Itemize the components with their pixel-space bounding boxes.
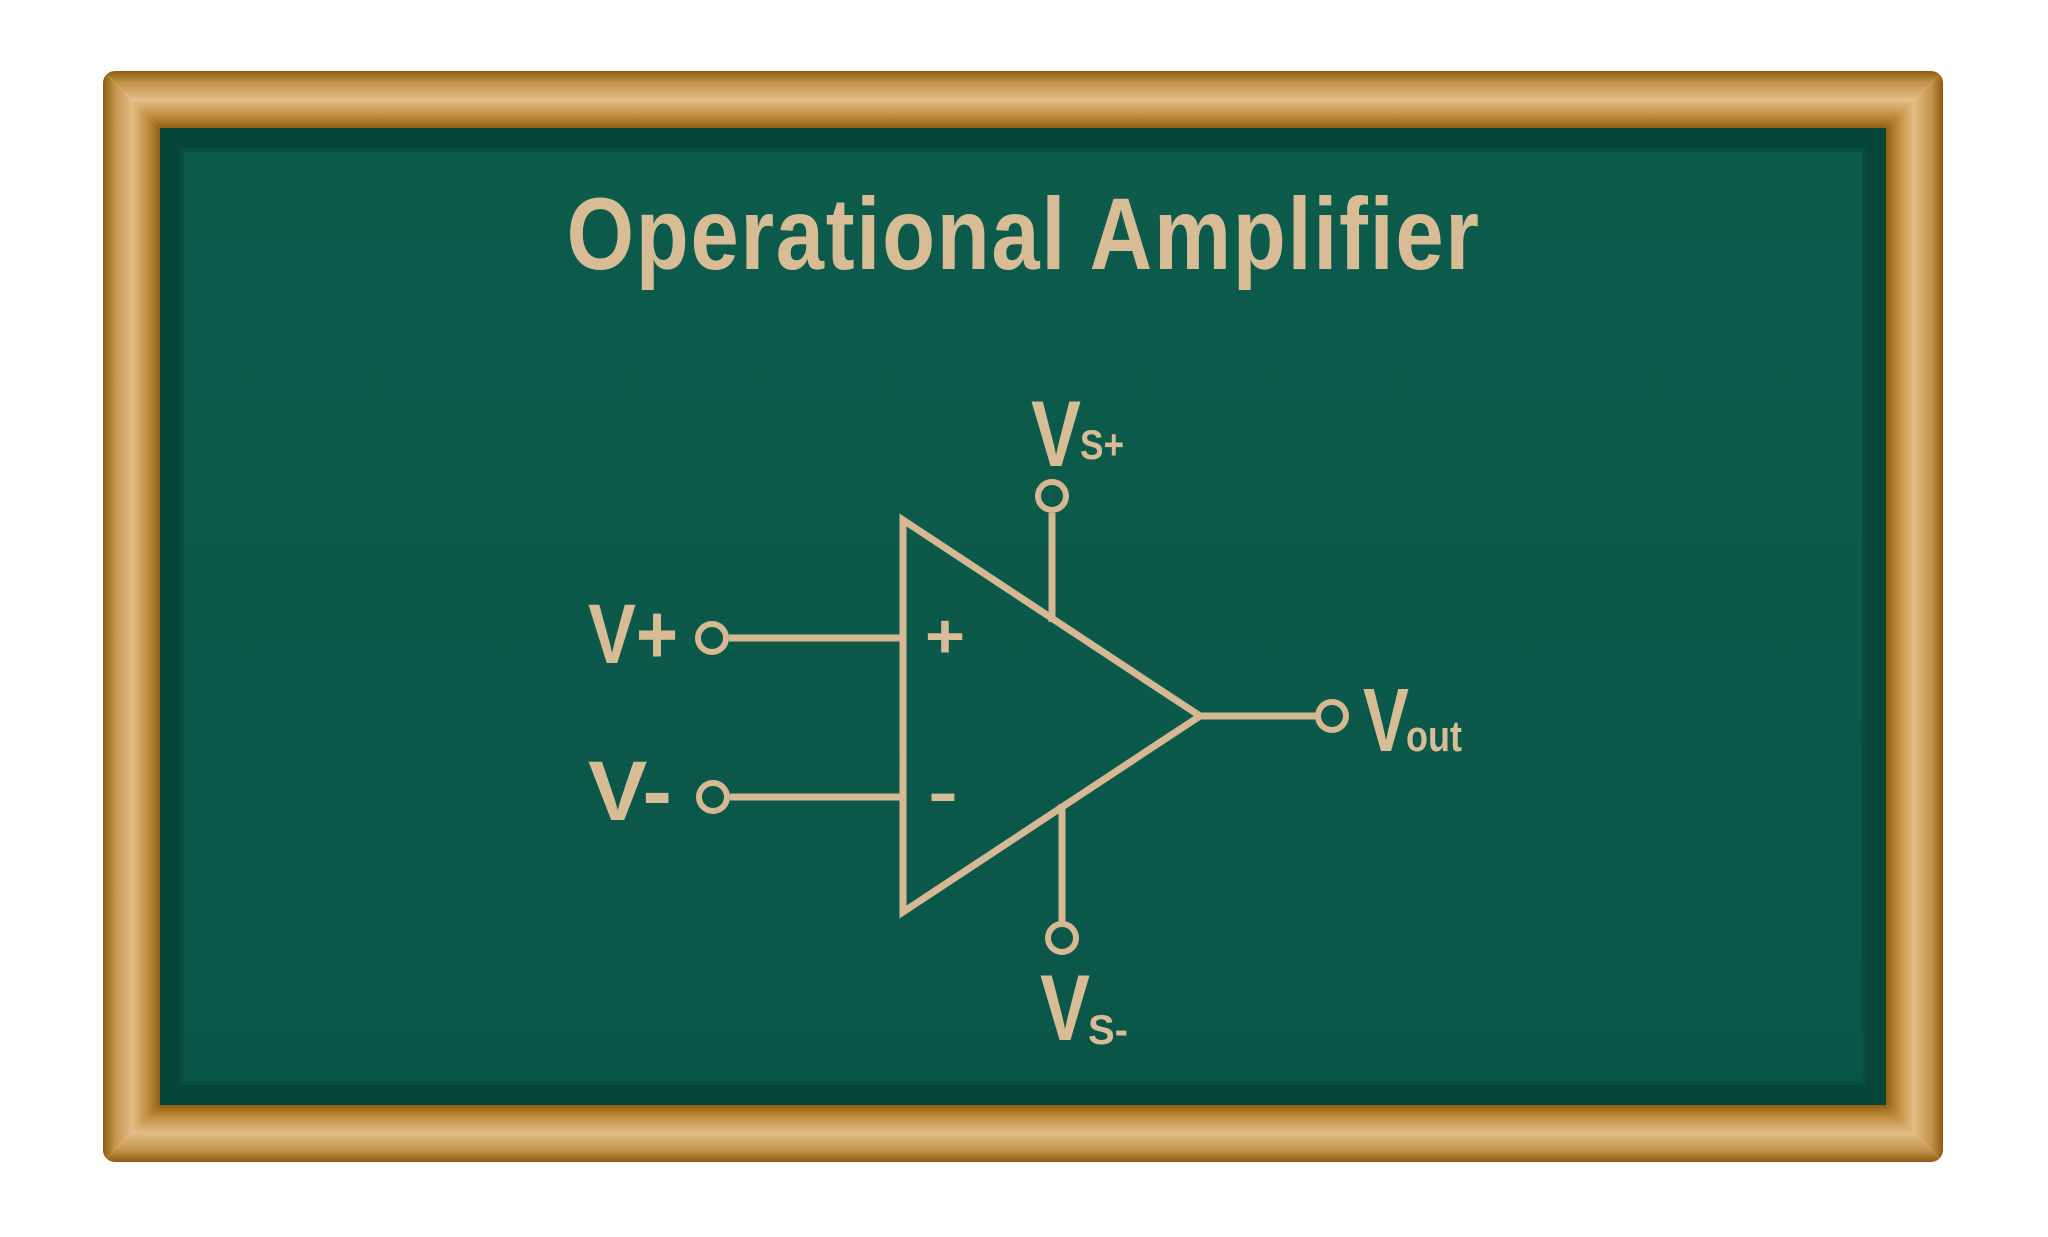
wood-frame-top (103, 71, 1943, 129)
positive-supply-terminal (1035, 479, 1069, 513)
output-label-subscript: out (1406, 712, 1462, 761)
negative-supply-terminal (1045, 921, 1079, 955)
output-terminal (1315, 699, 1349, 733)
chalkboard-surface (160, 128, 1886, 1105)
wood-frame-left (103, 71, 161, 1162)
output-label-base: V (1363, 671, 1409, 771)
positive-supply-label-subscript: S+ (1080, 421, 1124, 468)
positive-supply-label-base: V (1031, 381, 1081, 486)
page-title: Operational Amplifier (0, 183, 2048, 285)
inverting-input-terminal (696, 780, 730, 814)
inverting-input-label: V- (588, 744, 672, 838)
noninverting-plus-sign: + (925, 603, 965, 672)
negative-supply-label-base: V (1040, 955, 1090, 1060)
chalkboard-wooden-frame (103, 71, 1943, 1162)
wood-frame-right (1885, 71, 1943, 1162)
noninverting-input-label: V+ (588, 587, 678, 681)
noninverting-input-terminal (695, 621, 729, 655)
negative-supply-label-subscript: S- (1088, 1006, 1128, 1053)
inverting-minus-sign: - (928, 759, 958, 828)
page-title-text: Operational Amplifier (566, 177, 1482, 291)
wood-frame-bottom (103, 1104, 1943, 1162)
